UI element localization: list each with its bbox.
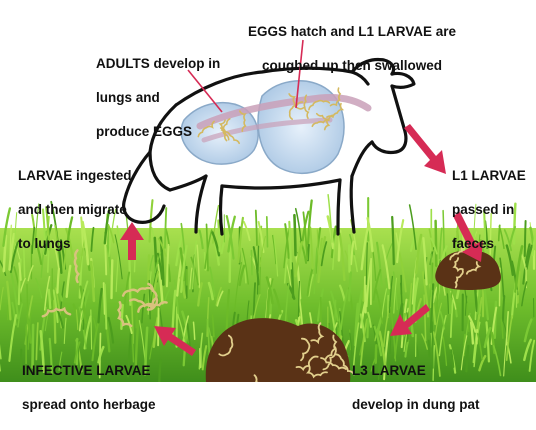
grass-blade xyxy=(443,211,444,254)
label-infective-larvae: INFECTIVE LARVAE spread onto herbage xyxy=(22,345,192,430)
grass-blade xyxy=(49,290,50,308)
arrow-to-faeces xyxy=(404,124,446,174)
label-l3-larvae-line-1: L3 LARVAE xyxy=(352,362,522,379)
label-eggs-hatch-line-2: coughed up then swallowed xyxy=(232,57,472,74)
label-infective-larvae-line-2: spread onto herbage xyxy=(22,396,192,413)
grass-blade xyxy=(251,251,252,275)
label-l1-larvae: L1 LARVAE passed in faeces xyxy=(452,150,536,269)
label-adults-line-3: produce EGGS xyxy=(96,123,246,140)
label-l1-larvae-line-2: passed in xyxy=(452,201,536,218)
label-eggs-hatch: EGGS hatch and L1 LARVAE are coughed up … xyxy=(232,6,472,91)
label-l1-larvae-line-1: L1 LARVAE xyxy=(452,167,536,184)
label-l3-larvae: L3 LARVAE develop in dung pat xyxy=(352,345,522,430)
grass-blade xyxy=(308,245,309,260)
grass-blade xyxy=(256,211,257,246)
grass-blade xyxy=(294,215,295,255)
grass-blade xyxy=(436,221,437,266)
label-infective-larvae-line-1: INFECTIVE LARVAE xyxy=(22,362,192,379)
label-adults: ADULTS develop in lungs and produce EGGS xyxy=(96,38,246,157)
label-adults-line-1: ADULTS develop in xyxy=(96,55,246,72)
label-larvae-ingested-line-1: LARVAE ingested xyxy=(18,167,148,184)
label-larvae-ingested: LARVAE ingested and then migrate to lung… xyxy=(18,150,148,269)
grass-blade xyxy=(365,277,366,312)
grass-blade xyxy=(267,217,268,247)
grass-blade xyxy=(57,269,59,293)
label-larvae-ingested-line-3: to lungs xyxy=(18,235,148,252)
label-larvae-ingested-line-2: and then migrate xyxy=(18,201,148,218)
label-l3-larvae-line-2: develop in dung pat xyxy=(352,396,522,413)
label-adults-line-2: lungs and xyxy=(96,89,246,106)
label-l1-larvae-line-3: faeces xyxy=(452,235,536,252)
label-eggs-hatch-line-1: EGGS hatch and L1 LARVAE are xyxy=(232,23,472,40)
